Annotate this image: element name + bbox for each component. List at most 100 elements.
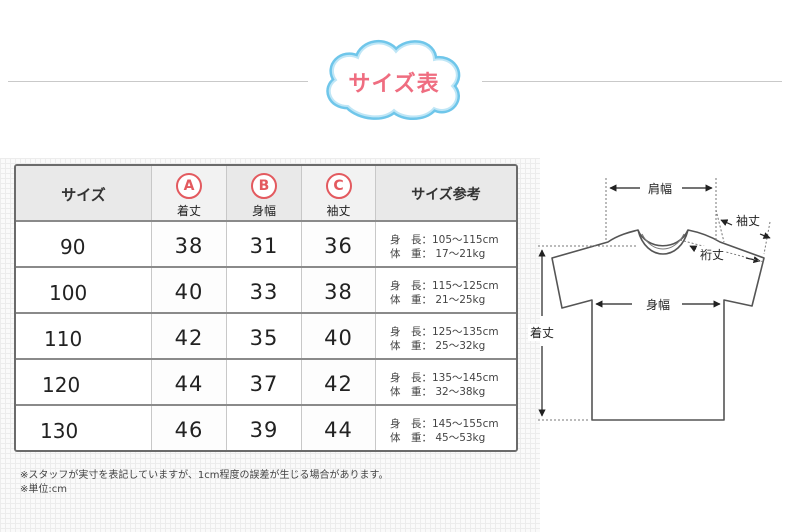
width-cell: 31 — [227, 222, 302, 266]
size-cell: 90 — [16, 222, 152, 266]
header-a-label: 着丈 — [176, 204, 201, 218]
ref-height-value: 105〜115cm — [432, 234, 499, 246]
sleeve-value: 42 — [324, 372, 353, 396]
ref-cell: 身 長：145〜155cm 体 重： 45〜53kg — [376, 406, 516, 450]
length-value: 42 — [174, 326, 204, 350]
table-header: サイズ A 着丈 B 身幅 C 袖丈 サイズ参考 — [16, 166, 516, 220]
ref-cell: 身 長：125〜135cm 体 重： 25〜32kg — [376, 314, 516, 358]
cloud-icon — [326, 40, 461, 120]
width-cell: 35 — [227, 314, 302, 358]
label-shoulder: 肩幅 — [646, 180, 675, 197]
ref-height-key: 身 長： — [390, 418, 432, 430]
size-value: 90 — [60, 235, 86, 259]
letter-a-badge: A — [176, 173, 202, 199]
ref-weight-value: 25〜32kg — [432, 340, 486, 352]
header-b: B 身幅 — [227, 166, 302, 220]
ref-height: 身 長：125〜135cm — [390, 324, 499, 339]
ref-height: 身 長：135〜145cm — [390, 370, 499, 385]
sleeve-value: 36 — [324, 234, 353, 258]
ref-weight-key: 体 重： — [390, 432, 432, 444]
width-cell: 33 — [227, 268, 302, 312]
size-cell: 110 — [16, 314, 152, 358]
sleeve-value: 38 — [324, 280, 353, 304]
ref-height-key: 身 長： — [390, 234, 432, 246]
header-size: サイズ — [16, 166, 152, 220]
header-ref-label: サイズ参考 — [411, 187, 481, 203]
length-value: 40 — [174, 280, 204, 304]
size-value: 120 — [42, 373, 81, 397]
letter-b-badge: B — [251, 173, 277, 199]
ref-height-key: 身 長： — [390, 280, 432, 292]
sleeve-cell: 42 — [302, 360, 376, 404]
note-error-margin: ※スタッフが実寸を表記していますが、1cm程度の誤差が生じる場合があります。 — [20, 470, 389, 481]
width-value: 35 — [249, 326, 279, 350]
ref-height: 身 長：105〜115cm — [390, 232, 499, 247]
ref-weight-value: 21〜25kg — [432, 294, 486, 306]
sleeve-cell: 36 — [302, 222, 376, 266]
size-table: サイズ A 着丈 B 身幅 C 袖丈 サイズ参考 90 38 31 36 身 長… — [14, 164, 518, 452]
length-value: 38 — [174, 234, 204, 258]
ref-cell: 身 長：115〜125cm 体 重： 21〜25kg — [376, 268, 516, 312]
ref-height-value: 125〜135cm — [432, 326, 499, 338]
ref-weight-key: 体 重： — [390, 294, 432, 306]
ref-height-key: 身 長： — [390, 372, 432, 384]
size-cell: 100 — [16, 268, 152, 312]
note-unit: ※単位:cm — [20, 484, 67, 495]
size-value: 100 — [49, 281, 88, 305]
ref-height: 身 長：115〜125cm — [390, 278, 499, 293]
ref-height-value: 135〜145cm — [432, 372, 499, 384]
ref-weight-value: 32〜38kg — [432, 386, 486, 398]
length-cell: 44 — [152, 360, 227, 404]
header-a: A 着丈 — [152, 166, 227, 220]
ref-cell: 身 長：105〜115cm 体 重： 17〜21kg — [376, 222, 516, 266]
label-sleeve: 袖丈 — [734, 212, 763, 229]
letter-c-badge: C — [325, 173, 352, 199]
width-value: 33 — [249, 280, 279, 304]
page-title: サイズ表 — [348, 72, 440, 97]
sleeve-value: 40 — [324, 326, 353, 350]
header-b-label: 身幅 — [251, 204, 276, 218]
width-value: 31 — [249, 234, 279, 258]
width-value: 37 — [249, 372, 279, 396]
ref-weight-value: 45〜53kg — [432, 432, 486, 444]
ref-weight: 体 重： 32〜38kg — [390, 384, 485, 399]
ref-weight: 体 重： 25〜32kg — [390, 338, 485, 353]
tshirt-icon — [538, 178, 771, 421]
header-size-label: サイズ — [61, 186, 106, 204]
ref-weight-key: 体 重： — [390, 340, 432, 352]
ref-weight: 体 重： 45〜53kg — [390, 430, 485, 445]
length-value: 44 — [174, 372, 204, 396]
tshirt-diagram: 肩幅 袖丈 裄丈 身幅 着丈 — [520, 150, 790, 450]
label-length: 着丈 — [528, 324, 557, 341]
table-row: 110 42 35 40 身 長：125〜135cm 体 重： 25〜32kg — [16, 312, 516, 358]
length-cell: 42 — [152, 314, 227, 358]
size-cell: 130 — [16, 406, 152, 450]
table-row: 90 38 31 36 身 長：105〜115cm 体 重： 17〜21kg — [16, 220, 516, 266]
width-value: 39 — [249, 418, 279, 442]
ref-weight-key: 体 重： — [390, 248, 432, 260]
length-cell: 40 — [152, 268, 227, 312]
sleeve-cell: 40 — [302, 314, 376, 358]
length-cell: 38 — [152, 222, 227, 266]
width-cell: 37 — [227, 360, 302, 404]
label-yuki: 裄丈 — [698, 246, 727, 263]
header-rule-right — [482, 81, 782, 82]
ref-height: 身 長：145〜155cm — [390, 416, 499, 431]
label-width: 身幅 — [644, 296, 673, 313]
width-cell: 39 — [227, 406, 302, 450]
table-row: 130 46 39 44 身 長：145〜155cm 体 重： 45〜53kg — [16, 404, 516, 450]
length-cell: 46 — [152, 406, 227, 450]
sleeve-cell: 38 — [302, 268, 376, 312]
sleeve-value: 44 — [324, 418, 353, 442]
size-value: 110 — [44, 327, 83, 351]
ref-height-value: 115〜125cm — [432, 280, 499, 292]
ref-height-key: 身 長： — [390, 326, 432, 338]
sleeve-cell: 44 — [302, 406, 376, 450]
header-c: C 袖丈 — [302, 166, 376, 220]
ref-weight-value: 17〜21kg — [432, 248, 486, 260]
ref-weight: 体 重： 17〜21kg — [390, 246, 485, 261]
ref-weight-key: 体 重： — [390, 386, 432, 398]
header-ref: サイズ参考 — [376, 166, 516, 220]
ref-height-value: 145〜155cm — [432, 418, 499, 430]
ref-cell: 身 長：135〜145cm 体 重： 32〜38kg — [376, 360, 516, 404]
